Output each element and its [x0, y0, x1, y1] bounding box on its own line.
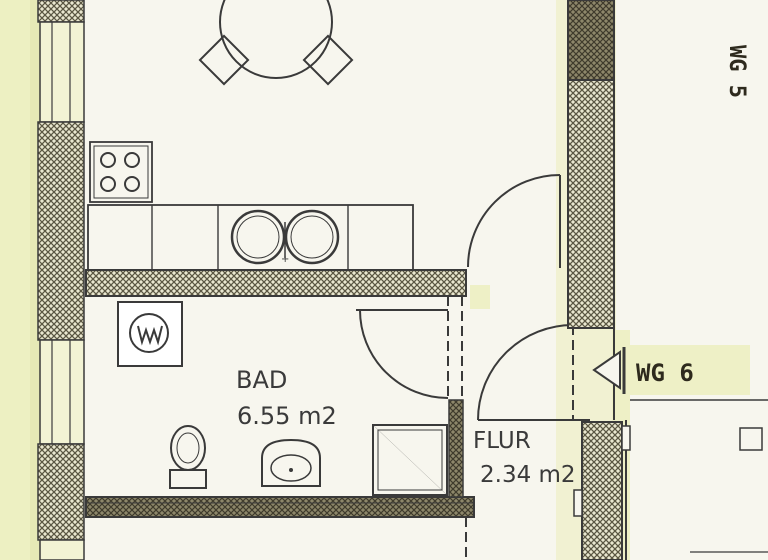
kitchen-counter [87, 204, 414, 271]
bathroom-door [356, 296, 463, 400]
entrance-door [477, 324, 590, 421]
hallway-name: FLUR [473, 428, 531, 454]
svg-text:+: + [281, 254, 289, 265]
left-exterior-wall [37, 0, 85, 560]
right-exterior-wall [567, 0, 631, 560]
kitchen-door [467, 174, 561, 268]
stove-icon [89, 141, 153, 203]
bathroom-name: BAD [236, 366, 287, 394]
partition-wall-upper [85, 269, 467, 297]
toilet-icon [169, 425, 207, 489]
shower-tray-icon [372, 424, 448, 496]
unit-entrance-marker: WG 6 [592, 345, 750, 395]
dining-table [198, 0, 354, 86]
hallway-wall-segment [448, 399, 467, 560]
washbasin-icon [261, 438, 321, 487]
bathroom-area: 6.55 m2 [237, 402, 337, 430]
hallway-area: 2.34 m2 [480, 462, 576, 488]
unit-tag-wg6: WG 6 [636, 359, 694, 387]
washing-machine-icon [117, 301, 183, 367]
partition-wall-lower [85, 496, 475, 518]
unit-tag-wg5: WG 5 [724, 45, 749, 98]
kitchen-sink-icon: + [230, 209, 340, 265]
adjacent-unit-details [630, 399, 768, 553]
unit-tag-rotated: WG 5 [724, 45, 749, 98]
